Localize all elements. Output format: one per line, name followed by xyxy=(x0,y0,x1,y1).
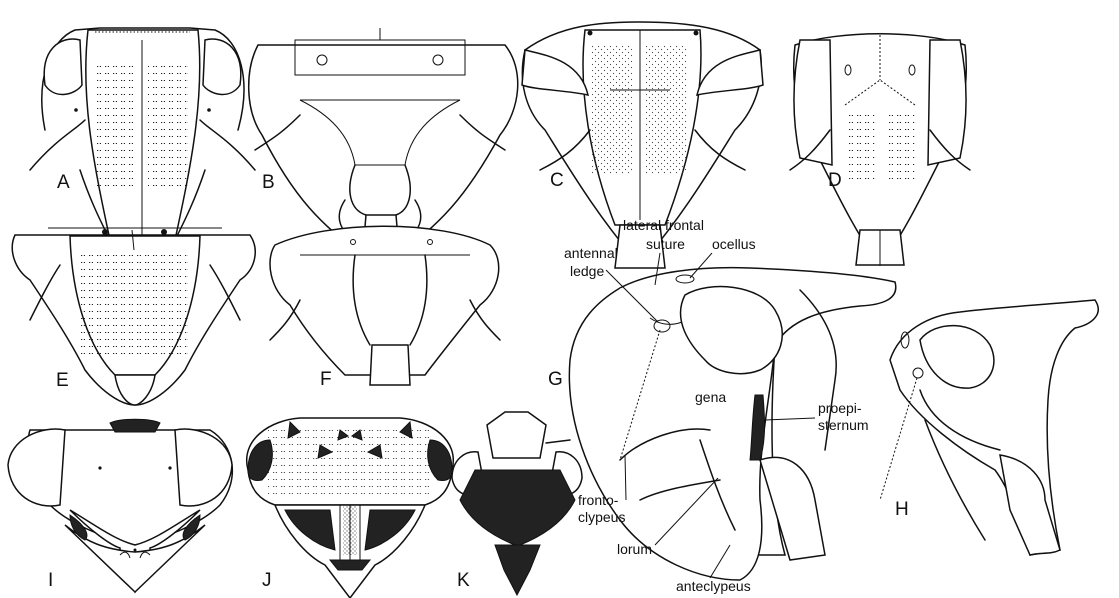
label-gena: gena xyxy=(695,389,726,405)
panel-label-i: I xyxy=(48,570,53,591)
label-antennal-line2: ledge xyxy=(570,263,604,279)
label-ocellus: ocellus xyxy=(712,236,756,252)
label-lorum: lorum xyxy=(617,541,652,557)
panel-e-drawing xyxy=(12,228,255,405)
label-lateral-frontal-line2: suture xyxy=(646,236,685,252)
panel-f-drawing xyxy=(270,226,500,385)
panel-label-b: B xyxy=(262,172,275,193)
panel-a-drawing xyxy=(30,28,255,268)
label-frontoclypeus-line2: clypeus xyxy=(578,509,625,525)
label-frontoclypeus-line1: fronto- xyxy=(578,492,619,508)
panel-label-f: F xyxy=(320,369,332,390)
panel-label-e: E xyxy=(56,370,69,391)
label-antennal-line1: antennal xyxy=(564,245,618,261)
label-lateral-frontal-line1: lateral frontal xyxy=(623,217,704,233)
label-proepisternum-line2: sternum xyxy=(818,417,869,433)
panel-label-a: A xyxy=(57,172,70,193)
panel-label-g: G xyxy=(548,369,563,390)
panel-label-h: H xyxy=(895,499,909,520)
panel-label-d: D xyxy=(828,170,842,191)
label-proepisternum-line1: proepi- xyxy=(818,400,862,416)
panel-label-k: K xyxy=(457,570,470,591)
panel-label-j: J xyxy=(262,570,272,591)
panel-k-drawing xyxy=(452,412,582,595)
panel-label-c: C xyxy=(550,170,564,191)
panel-i-drawing xyxy=(8,419,232,592)
panel-d-drawing xyxy=(790,34,970,265)
panel-h-drawing xyxy=(880,300,1098,555)
label-anteclypeus: anteclypeus xyxy=(676,578,751,594)
panel-j-drawing xyxy=(247,418,454,598)
